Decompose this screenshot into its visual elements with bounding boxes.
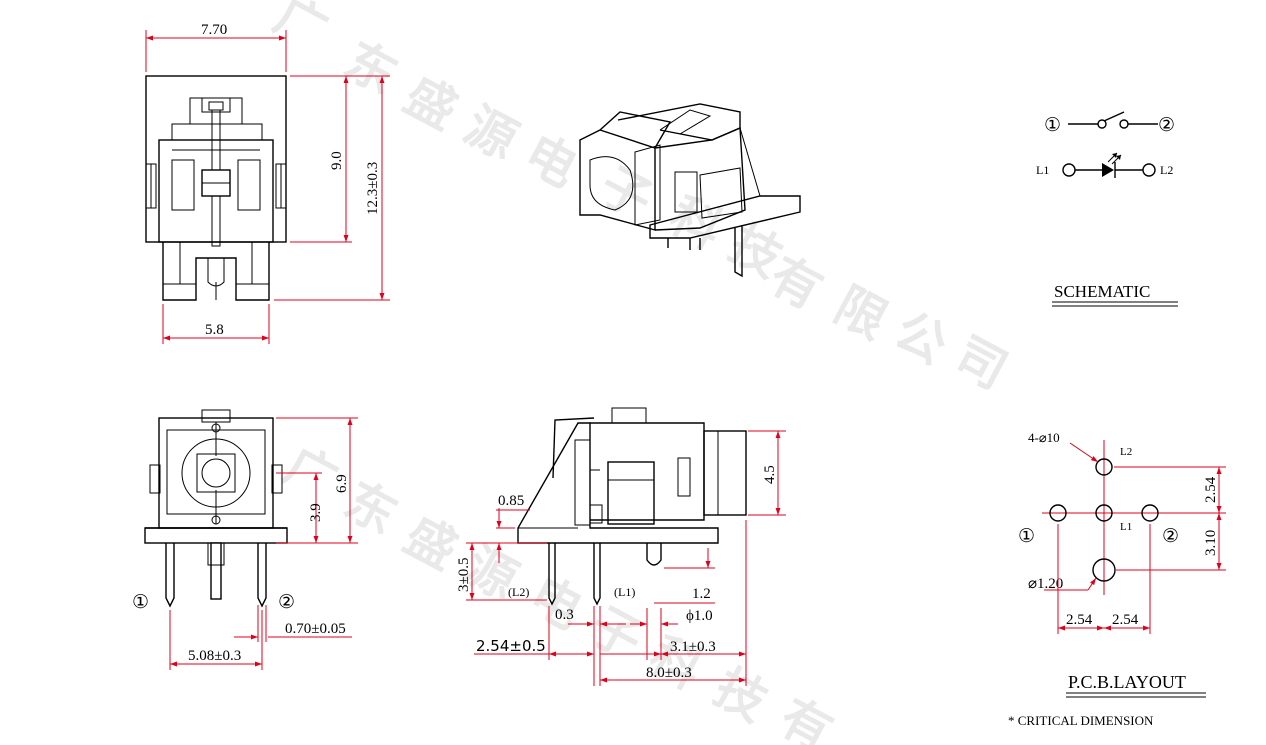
dim-phi10: ϕ1.0 (686, 608, 713, 624)
dim-height-b: 6.9 (334, 474, 350, 493)
schematic-pin-1: ① (1044, 115, 1061, 136)
dim-31: 3.1±0.3 (670, 639, 716, 655)
watermark-char: 电 (515, 124, 586, 199)
watermark-char: 子 (590, 156, 661, 231)
watermark-char: 盛 (395, 66, 466, 141)
dim-pin-width: 0.70±0.05 (285, 621, 346, 637)
bottom-view: ① ② 3.9 6.9 0.70±0.05 5.08±0.3 (132, 409, 358, 670)
pcb-pitch-h1: 2.54 (1066, 612, 1093, 628)
schematic-title: SCHEMATIC (1054, 282, 1150, 301)
dim-height-top: 4.5 (762, 465, 778, 484)
dim-height-body: 9.0 (329, 151, 345, 170)
pcb-label-l1: L1 (1120, 521, 1132, 533)
pcb-pitch-v1: 2.54 (1203, 476, 1219, 503)
dim-12: 1.2 (692, 586, 711, 602)
dim-height-total: 12.3±0.3 (365, 162, 381, 215)
watermark-char: 司 (945, 326, 1016, 401)
schematic-led-l2: L2 (1160, 163, 1173, 177)
label-l2: (L2) (508, 585, 529, 599)
dim-width-top: 7.70 (201, 22, 227, 38)
critical-dimension-note: * CRITICAL DIMENSION (1008, 713, 1154, 728)
dim-height-a: 3.9 (308, 503, 324, 522)
pcb-pin-2: ② (1162, 526, 1179, 547)
watermark-char: 技 (705, 658, 776, 733)
schematic: ① ② L1 L2 SCHEMATIC (1036, 111, 1178, 307)
isometric-view (579, 103, 801, 278)
watermark-char: 子 (580, 596, 651, 671)
pcb-pitch-v2: 3.10 (1203, 530, 1219, 556)
pcb-holes: 4-⌀10 (1028, 430, 1060, 445)
watermark: 广 东 盛 源 电 子 科 技 有 限 公 司 广 东 盛 源 电 子 科 技 … (265, 0, 1016, 745)
watermark-char: 有 (770, 688, 841, 745)
pin-label-2: ② (278, 592, 295, 613)
watermark-char: 限 (825, 276, 896, 351)
pcb-title: P.C.B.LAYOUT (1068, 672, 1186, 692)
dim-width-bottom: 5.8 (205, 322, 224, 338)
watermark-char: 电 (520, 566, 591, 641)
pin-label-1: ① (132, 592, 149, 613)
dim-085: 0.85 (498, 493, 524, 509)
watermark-char: 广 (265, 0, 336, 61)
label-l1: (L1) (614, 585, 635, 599)
pcb-layout: 4-⌀10 L2 L1 ① ② ⌀1.20 2.54 3.10 2.54 2.5… (1008, 430, 1226, 728)
watermark-char: 科 (660, 186, 731, 261)
pcb-led-hole: ⌀1.20 (1028, 576, 1063, 592)
dim-h3: 3±0.5 (456, 558, 472, 592)
watermark-char: 公 (885, 301, 956, 376)
side-view: (L2) (L1) 4.5 0.85 3±0.5 1.2 ϕ1.0 0.3 (456, 407, 786, 686)
schematic-led-l1: L1 (1036, 163, 1049, 177)
dim-80: 8.0±0.3 (646, 665, 692, 681)
watermark-char: 科 (640, 626, 711, 701)
dim-03: 0.3 (555, 607, 574, 623)
pcb-label-l2: L2 (1120, 446, 1132, 458)
dim-254: 2.54±0.5 (476, 637, 546, 655)
pcb-pitch-h2: 2.54 (1112, 612, 1139, 628)
schematic-pin-2: ② (1158, 115, 1175, 136)
pcb-pin-1: ① (1018, 526, 1035, 547)
front-view: 7.70 9.0 12.3±0.3 5.8 (145, 22, 390, 344)
dim-pin-pitch: 5.08±0.3 (188, 648, 241, 664)
watermark-char: 源 (455, 96, 526, 171)
